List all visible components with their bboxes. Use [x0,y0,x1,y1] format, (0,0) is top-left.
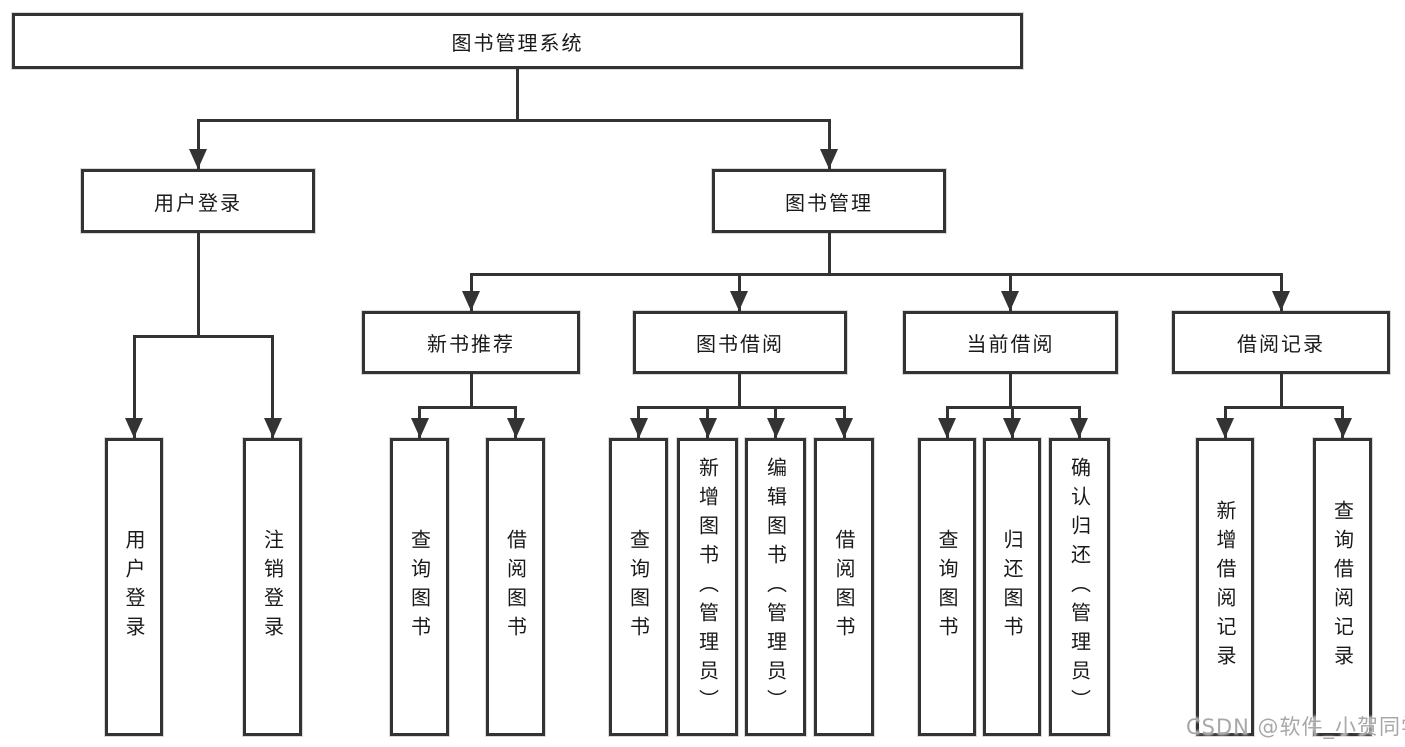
arrow-down-icon [1216,418,1234,438]
leaf-current-return: 归还图书 [983,438,1041,736]
connector-line [1223,406,1344,409]
arrow-down-icon [1070,418,1088,438]
leaf-record-query-label: 查询借阅记录 [1330,500,1355,674]
node-current-borrow: 当前借阅 [903,311,1118,374]
connector-line [196,119,831,122]
watermark: CSDN @软件_小贺同学 [1186,715,1405,739]
connector-line [1008,374,1012,408]
leaf-record-query: 查询借阅记录 [1313,438,1372,736]
connector-line [1279,374,1283,408]
leaf-current-query-label: 查询图书 [935,529,959,645]
leaf-current-confirm-admin-label: 确认归还（管理员） [1067,456,1092,718]
leaf-logout: 注销登录 [243,438,302,736]
arrow-down-icon [411,418,429,438]
arrow-down-icon [1272,291,1290,311]
leaf-borrow-add-admin: 新增图书（管理员） [677,438,738,736]
connector-line [827,233,831,275]
node-book-borrow: 图书借阅 [633,311,847,374]
arrow-down-icon [630,418,648,438]
connector-line [827,119,831,169]
leaf-borrow-add-admin-label: 新增图书（管理员） [695,456,720,718]
node-root-label: 图书管理系统 [451,30,584,55]
arrow-down-icon [1001,291,1019,311]
connector-line [271,335,274,438]
leaf-newbook-borrow: 借阅图书 [486,438,545,736]
node-borrow-record: 借阅记录 [1172,311,1390,374]
connector-line [132,335,274,338]
connector-line [418,406,517,409]
leaf-borrow-query-label: 查询图书 [626,529,651,645]
node-borrow-record-label: 借阅记录 [1237,332,1325,356]
connector-line [469,374,473,408]
leaf-borrow-borrow: 借阅图书 [814,438,874,736]
arrow-down-icon [189,149,207,169]
leaf-borrow-query: 查询图书 [609,438,668,736]
leaf-logout-label: 注销登录 [260,529,285,645]
node-root: 图书管理系统 [12,13,1023,69]
leaf-borrow-edit-admin: 编辑图书（管理员） [745,438,806,736]
arrow-down-icon [125,418,143,438]
connector-line [196,119,200,169]
leaf-user-login: 用户登录 [105,438,163,736]
connector-line [516,69,519,121]
arrow-down-icon [820,149,838,169]
arrow-down-icon [938,418,956,438]
leaf-borrow-edit-admin-label: 编辑图书（管理员） [763,456,788,718]
leaf-newbook-borrow-label: 借阅图书 [503,529,528,645]
node-user-login-label: 用户登录 [154,190,242,215]
node-user-login: 用户登录 [81,169,315,233]
leaf-newbook-query: 查询图书 [390,438,449,736]
node-book-management-label: 图书管理 [785,190,873,215]
arrow-down-icon [767,418,785,438]
node-book-borrow-label: 图书借阅 [696,332,784,356]
leaf-borrow-borrow-label: 借阅图书 [832,529,856,645]
leaf-current-return-label: 归还图书 [1000,529,1024,645]
arrow-down-icon [1334,418,1352,438]
arrow-down-icon [462,291,480,311]
node-book-management: 图书管理 [712,169,946,233]
node-current-borrow-label: 当前借阅 [966,332,1055,356]
leaf-user-login-label: 用户登录 [122,529,146,645]
connector-line [737,374,741,408]
arrow-down-icon [507,418,525,438]
leaf-newbook-query-label: 查询图书 [407,529,432,645]
leaf-current-confirm-admin: 确认归还（管理员） [1049,438,1110,736]
connector-line [637,406,846,409]
arrow-down-icon [1003,418,1021,438]
leaf-record-add-label: 新增借阅记录 [1213,500,1237,674]
leaf-record-add: 新增借阅记录 [1196,438,1254,736]
connector-line [132,335,136,438]
node-new-book-recommend: 新书推荐 [362,311,580,374]
node-new-book-recommend-label: 新书推荐 [427,332,515,356]
connector-line [469,273,1283,276]
arrow-down-icon [730,291,748,311]
arrow-down-icon [264,418,282,438]
connector-line [196,233,200,337]
leaf-current-query: 查询图书 [918,438,976,736]
arrow-down-icon [835,418,853,438]
arrow-down-icon [699,418,717,438]
